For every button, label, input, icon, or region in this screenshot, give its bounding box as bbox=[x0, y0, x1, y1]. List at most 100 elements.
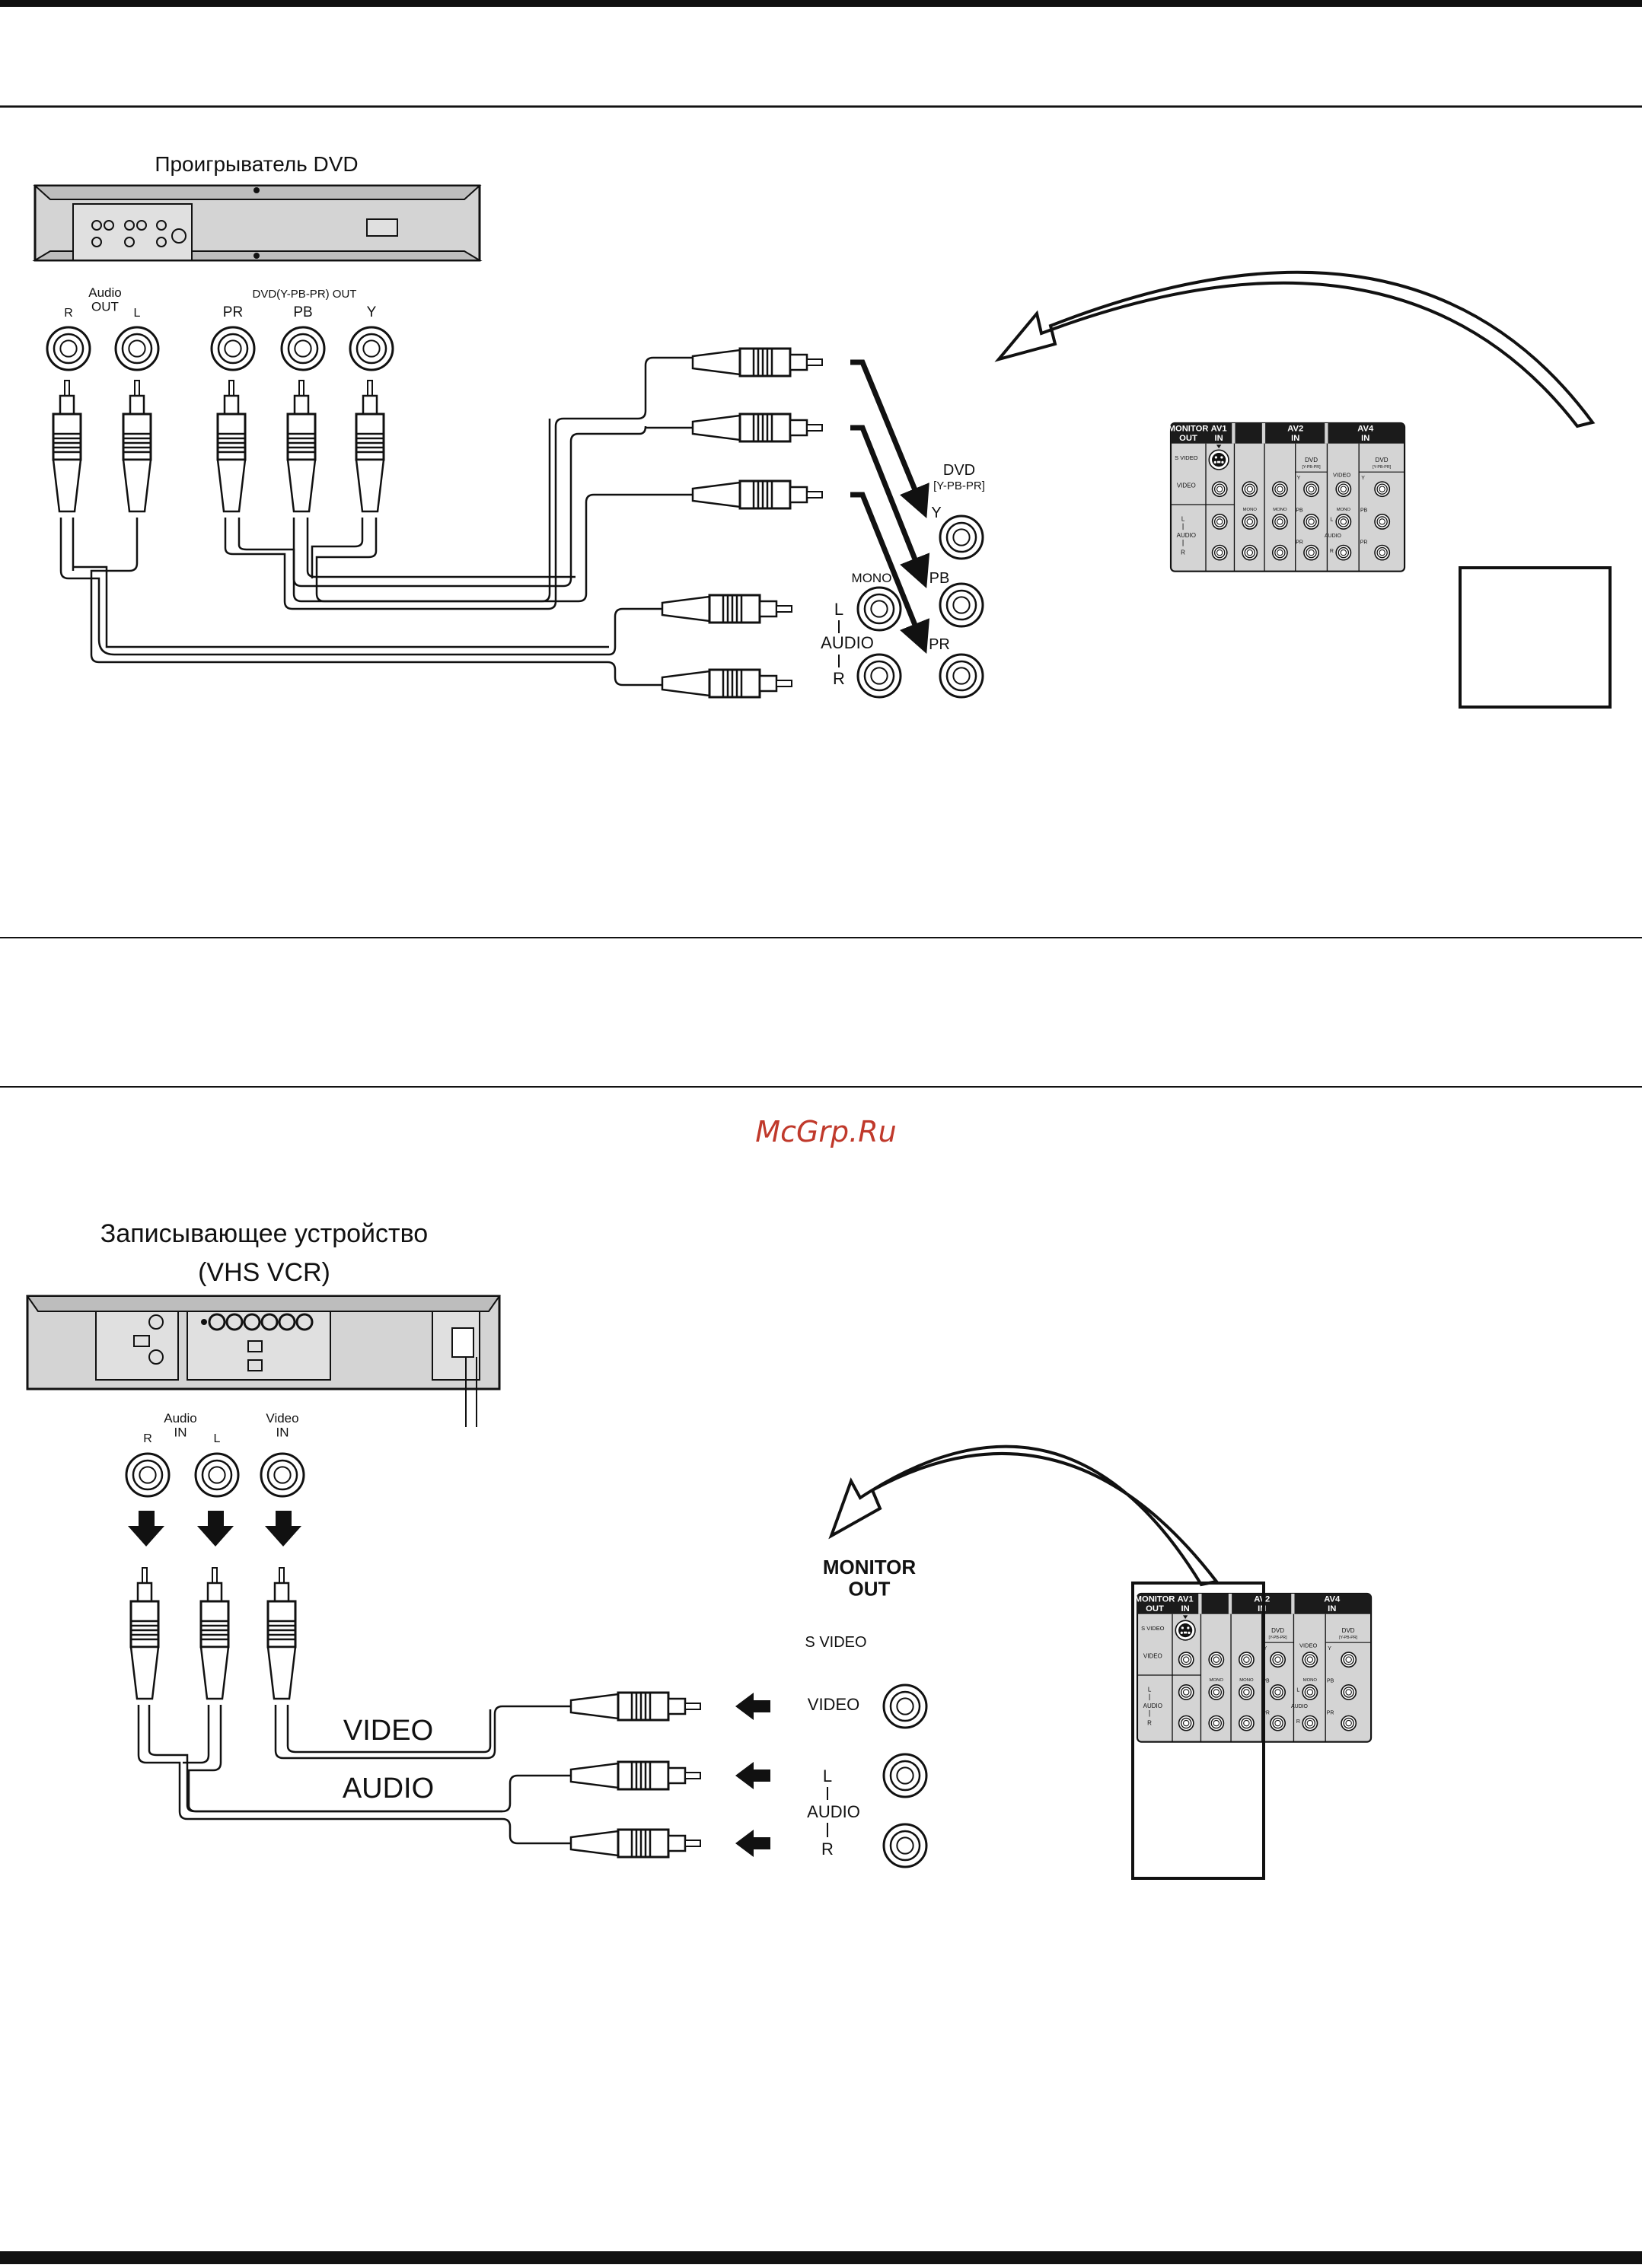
panel-av2-y-jack-icon bbox=[1303, 481, 1320, 498]
plug-audio-l-icon bbox=[122, 380, 152, 513]
panel-r-label: R bbox=[1181, 549, 1185, 556]
vcr-jacks bbox=[125, 1452, 305, 1498]
panel-s-video-label: S VIDEO bbox=[1141, 1625, 1165, 1632]
panel-av4-l-label: L bbox=[1296, 1687, 1299, 1693]
vcr-plugs bbox=[129, 1567, 297, 1700]
cable-plug-pb-icon bbox=[691, 413, 823, 443]
panel-monitor-video-jack-icon bbox=[1211, 481, 1228, 498]
vcr-cables bbox=[137, 1705, 571, 1845]
panel-audio-label: AUDIO bbox=[1177, 532, 1196, 539]
monitor-s-video-label: S VIDEO bbox=[805, 1634, 866, 1651]
tv-enlarged-jacks bbox=[856, 514, 984, 699]
dvd-plugs bbox=[52, 380, 385, 513]
panel-av4-video-label: VIDEO bbox=[1333, 472, 1350, 479]
panel-av2-dvd-label: DVD bbox=[1271, 1627, 1284, 1634]
panel-av4-video-jack-icon bbox=[1335, 481, 1352, 498]
monitor-audio-l-jack-icon bbox=[882, 1753, 928, 1798]
panel-av2-pr-label: PR bbox=[1296, 540, 1303, 545]
panel-av2-mono-label: MONO bbox=[1239, 1678, 1254, 1683]
panel-av2-pb-jack-icon bbox=[1303, 514, 1320, 530]
tv-l-label: L bbox=[834, 600, 843, 619]
monitor-video-label: VIDEO bbox=[808, 1695, 859, 1714]
panel-av4-y-jack-icon bbox=[1341, 1652, 1357, 1668]
tv-audio-label: AUDIO bbox=[821, 633, 874, 652]
panel-av1-l-jack-icon bbox=[1208, 1684, 1225, 1700]
dvd-cables bbox=[59, 356, 693, 686]
vcr-video-jack-icon bbox=[260, 1452, 305, 1498]
panel-av4-dvd-label: DVD bbox=[1376, 457, 1389, 463]
dvd-y-jack-icon bbox=[349, 326, 394, 371]
panel-av2-pb-label: PB bbox=[1262, 1679, 1270, 1684]
panel-av4-pb-label: PB bbox=[1327, 1679, 1334, 1684]
panel-av2-pb-jack-icon bbox=[1270, 1684, 1286, 1700]
tv-pr-label: PR bbox=[929, 636, 950, 653]
panel-av2-l-jack-icon bbox=[1271, 514, 1288, 530]
panel-av4-video-jack-icon bbox=[1302, 1652, 1318, 1668]
panel-av2-pr-jack-icon bbox=[1303, 544, 1320, 561]
panel-av4-y-label: Y bbox=[1328, 1646, 1331, 1652]
cable-video-label: VIDEO bbox=[343, 1715, 433, 1747]
monitor-out-jacks bbox=[882, 1683, 928, 1868]
vcr-audio-l-jack-icon bbox=[194, 1452, 240, 1498]
panel-av2-dvd-label: DVD bbox=[1305, 457, 1318, 463]
panel-av2-video-jack-icon bbox=[1271, 481, 1288, 498]
panel-audio-label: AUDIO bbox=[1143, 1703, 1162, 1709]
panel-av2-pr-jack-icon bbox=[1270, 1715, 1286, 1731]
panel-av4-dvd-sublabel: [Y-PB-PR] bbox=[1373, 465, 1392, 470]
monitor-audio-label: AUDIO bbox=[807, 1802, 860, 1821]
curved-zoom-arrow-1 bbox=[994, 270, 1596, 428]
panel-s-video-label: S VIDEO bbox=[1175, 454, 1198, 461]
dvd-jacks bbox=[46, 326, 394, 371]
tv-mono-label: MONO bbox=[852, 571, 892, 585]
panel-av2-video-jack-icon bbox=[1238, 1652, 1255, 1668]
panel-l-label: L bbox=[1181, 515, 1185, 522]
cable-plug-pr-icon bbox=[691, 479, 823, 510]
panel-av2-dvd-sublabel: [Y-PB-PR] bbox=[1302, 465, 1322, 470]
vcr-plug-l-icon bbox=[199, 1567, 230, 1700]
vcr-left-arrows bbox=[735, 1693, 770, 1857]
cable-plug-l-icon bbox=[661, 594, 792, 624]
panel-av4-r-jack-icon bbox=[1335, 544, 1352, 561]
panel-av4-l-label: L bbox=[1330, 517, 1333, 522]
vcr-cable-plug-r-icon bbox=[569, 1828, 701, 1859]
vcr-jack-r-label: R bbox=[143, 1432, 152, 1445]
panel-av4-video-label: VIDEO bbox=[1299, 1642, 1317, 1649]
panel-av1-r-jack-icon bbox=[1242, 544, 1258, 561]
panel-monitor-r-jack-icon bbox=[1178, 1715, 1194, 1731]
panel-av1-mono-label: MONO bbox=[1210, 1678, 1224, 1683]
vcr-cable-plug-video-icon bbox=[569, 1691, 701, 1722]
plug-y-icon bbox=[355, 380, 385, 513]
vcr-plug-video-icon bbox=[266, 1567, 297, 1700]
tv-audio-l-jack-icon bbox=[856, 586, 902, 632]
panel-av4-pb-jack-icon bbox=[1374, 514, 1391, 530]
top-border-bar bbox=[0, 0, 1642, 7]
plug-pr-icon bbox=[216, 380, 247, 513]
panel-monitor-l-jack-icon bbox=[1178, 1684, 1194, 1700]
dvd-jack-r-label: R bbox=[64, 307, 73, 320]
watermark: McGrp.Ru bbox=[755, 1115, 896, 1148]
dvd-player-title: Проигрыватель DVD bbox=[155, 152, 358, 176]
dvd-connection-arrows bbox=[850, 359, 930, 654]
panel1-av4-highlight bbox=[1459, 566, 1612, 709]
tv-dvd-input-sublabel: [Y-PB-PR] bbox=[933, 479, 985, 492]
panel-av2-mono-label: MONO bbox=[1273, 508, 1287, 512]
panel-av4-audio-label: AUDIO bbox=[1325, 534, 1342, 539]
cable-plug-y-icon bbox=[691, 347, 823, 377]
tv-r-label: R bbox=[833, 669, 845, 688]
tv-audio-r-jack-icon bbox=[856, 653, 902, 699]
panel-video-label: VIDEO bbox=[1143, 1653, 1162, 1660]
vcr-down-arrows bbox=[128, 1511, 301, 1547]
vcr-title-line1: Записывающее устройство bbox=[100, 1219, 428, 1248]
tv-dvd-input-label: DVD bbox=[943, 462, 975, 479]
panel-av4-l-jack-icon bbox=[1335, 514, 1352, 530]
